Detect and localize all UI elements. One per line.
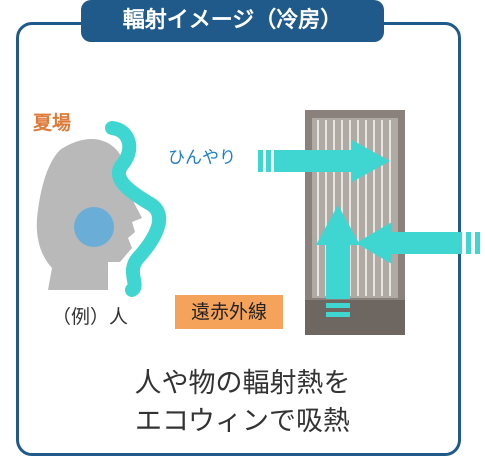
- label-summer: 夏場: [33, 112, 72, 134]
- arrow-right-icon: [258, 140, 390, 182]
- label-person: （例）人: [52, 306, 129, 328]
- arrow-left-icon: [356, 222, 480, 264]
- diagram-title: 輻射イメージ（冷房）: [81, 0, 384, 42]
- label-cool: ひんやり: [168, 148, 236, 168]
- caption-line-1: 人や物の輻射熱を: [134, 368, 351, 399]
- caption-line-2: エコウィンで吸熱: [135, 406, 350, 437]
- face-highlight-icon: [74, 207, 114, 247]
- arrow-up-icon: [316, 205, 360, 317]
- caption: 人や物の輻射熱を エコウィンで吸熱: [0, 365, 485, 441]
- heat-wave-icon: [105, 121, 167, 297]
- far-infrared-badge: 遠赤外線: [175, 295, 283, 329]
